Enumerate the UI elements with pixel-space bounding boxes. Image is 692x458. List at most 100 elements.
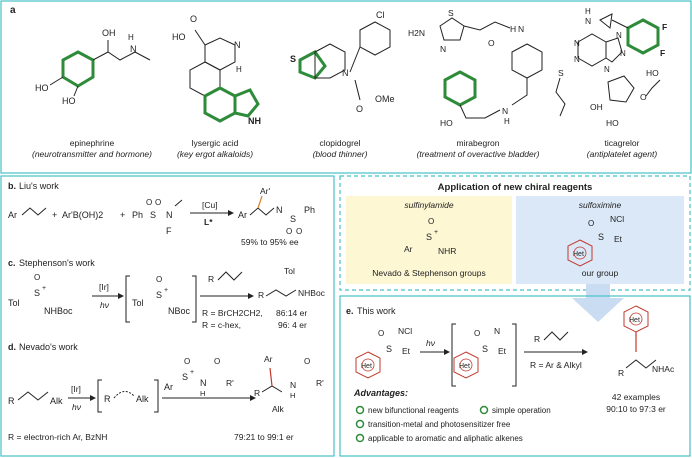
mirabegron-atom-n1: N	[440, 44, 446, 54]
drug-desc-ticagrelor: (antiplatelet agent)	[587, 149, 658, 159]
drug-name-ticagrelor: ticagrelor	[605, 138, 640, 148]
mirabegron-atom-o: O	[488, 38, 495, 48]
panel-a-label: a	[10, 5, 16, 16]
panel-d-product-n: N	[290, 380, 296, 390]
flow-down-arrow	[572, 284, 624, 322]
panel-d-sub-alk: Alk	[50, 396, 63, 406]
panel-b-product-o2: O	[296, 227, 302, 236]
panel-b-product-ar: Ar	[238, 210, 247, 220]
panel-e-int-o: O	[474, 329, 480, 338]
panel-bcd: b. Liu's work Ar + Ar'B(OH)2 + Ph S N F …	[0, 175, 335, 457]
epinephrine-atom-oh: OH	[102, 28, 116, 38]
panel-d-product-rprime: R'	[316, 378, 324, 388]
panel-c-r1-tol: Tol	[8, 298, 20, 308]
panel-c-r1-plus: +	[42, 285, 46, 292]
panel-d-int-r: R	[104, 394, 111, 404]
bullet-icon	[355, 419, 365, 429]
panel-c-product-tol: Tol	[284, 266, 295, 276]
ticagrelor-atom-oh: OH	[590, 102, 603, 112]
ticagrelor-atom-o: O	[640, 92, 647, 102]
panel-e-r-note: R = Ar & Alkyl	[530, 360, 582, 370]
panel-b-atom-n: N	[166, 210, 173, 220]
drug-desc-clopidogrel: (blood thinner)	[313, 149, 368, 159]
panel-c-product-nhboc: NHBoc	[298, 288, 326, 298]
ticagrelor-atom-n2: N	[574, 39, 580, 48]
advantage-item: applicable to aromatic and aliphatic alk…	[355, 433, 523, 443]
panel-c-title: Stephenson's work	[19, 258, 95, 268]
sulfinylamide-label: sulfinylamide	[404, 200, 453, 210]
panel-b-atom-o1: O	[146, 198, 152, 207]
panel-c-int-o: O	[156, 275, 162, 284]
panel-b-atom-f: F	[166, 226, 172, 236]
lysergic-atom-nh: NH	[248, 116, 261, 126]
advantage-text: transition-metal and photosensitizer fre…	[368, 420, 511, 429]
panel-c-r1-s: S	[34, 288, 40, 298]
drug-name-mirabegron: mirabegron	[457, 138, 500, 148]
sulfoximine-atom-het: Het	[573, 251, 584, 258]
panel-a: a OH H N HO HO epinephrine (neurotransmi…	[0, 0, 692, 174]
panel-b-plus1: +	[52, 210, 57, 220]
panel-d-catalyst: [Ir]	[71, 384, 81, 394]
lysergic-acid-structure: HO O N H NH	[172, 14, 261, 126]
panel-b-atom-s: S	[150, 210, 156, 220]
panel-b-alkene	[21, 207, 47, 216]
panel-d-reagent-plus: +	[190, 369, 194, 376]
panel-d-reagent-s: S	[182, 372, 188, 382]
panel-d-light: hν	[72, 402, 82, 412]
application-title: Application of new chiral reagents	[438, 182, 593, 193]
panel-e-int-et: Et	[498, 346, 507, 356]
panel-e-light: hν	[426, 338, 436, 348]
sulfoximine-label: sulfoximine	[579, 200, 622, 210]
panel-c-result2-label: R = c-hex,	[202, 320, 241, 330]
sulfoximine-atom-s: S	[598, 232, 604, 242]
panel-c-r1-nhboc: NHBoc	[44, 306, 73, 316]
clopidogrel-atom-ome: OMe	[375, 94, 395, 104]
panel-e-int-s: S	[482, 344, 488, 354]
clopidogrel-atom-n: N	[342, 68, 349, 78]
panel-b-catalyst: [Cu]	[202, 200, 218, 210]
panel-c-result1-value: 86:14 er	[276, 308, 307, 318]
panel-b-product-ar-prime: Ar'	[260, 186, 271, 196]
sulfoximine-atom-ncl: NCl	[610, 214, 624, 224]
panel-d-product-r: R	[254, 388, 260, 398]
ticagrelor-atom-ho1: HO	[606, 118, 619, 128]
panel-b-result: 59% to 95% ee	[241, 237, 299, 247]
panel-c-result1-label: R = BrCH2CH2,	[202, 308, 263, 318]
epinephrine-atom-ho2: HO	[62, 96, 76, 106]
panel-b-plus2: +	[120, 210, 125, 220]
epinephrine-atom-n: N	[130, 44, 137, 54]
ticagrelor-atom-n6: N	[604, 65, 610, 74]
mirabegron-atom-s: S	[448, 8, 454, 18]
ticagrelor-atom-h: H	[585, 7, 591, 16]
panel-d-substrate-note: R = electron-rich Ar, BzNH	[8, 432, 107, 442]
sulfinylamide-groups: Nevado & Stephenson groups	[372, 268, 485, 278]
panel-c-alkene-r: R	[208, 274, 214, 284]
sulfoximine-het-ring	[567, 239, 593, 267]
panel-e-alkene-r: R	[534, 334, 540, 344]
sulfoximine-groups: our group	[582, 268, 619, 278]
panel-e-product-het: Het	[629, 317, 640, 324]
advantage-text: new bifunctional reagents	[368, 406, 459, 415]
panel-c-label: c.	[8, 258, 16, 268]
panel-b-title: Liu's work	[19, 181, 59, 191]
panel-d-label: d.	[8, 342, 16, 352]
ticagrelor-atom-n5: N	[620, 49, 626, 58]
lysergic-atom-o: O	[190, 14, 197, 24]
sulfinylamide-atom-o: O	[428, 217, 434, 226]
drug-name-epinephrine: epinephrine	[70, 138, 115, 148]
panel-e-int-het-ring	[453, 351, 479, 379]
panel-d-result: 79:21 to 99:1 er	[234, 432, 294, 442]
panel-c-int-tol: Tol	[132, 298, 144, 308]
ticagrelor-atom-n4: N	[616, 31, 622, 40]
clopidogrel-atom-o: O	[356, 104, 363, 114]
mirabegron-atom-ho: HO	[440, 118, 453, 128]
mirabegron-atom-h2n: H2N	[408, 28, 425, 38]
panel-d-product-ar: Ar	[264, 354, 273, 364]
ticagrelor-atom-n3: N	[574, 55, 580, 64]
panel-d-sub-r: R	[8, 396, 15, 406]
epinephrine-atom-h: H	[128, 33, 134, 42]
application-border	[339, 175, 691, 291]
mirabegron-atom-h2: H	[504, 117, 510, 126]
mirabegron-atom-n3: N	[502, 106, 508, 116]
panel-c-r1-o: O	[34, 273, 40, 282]
